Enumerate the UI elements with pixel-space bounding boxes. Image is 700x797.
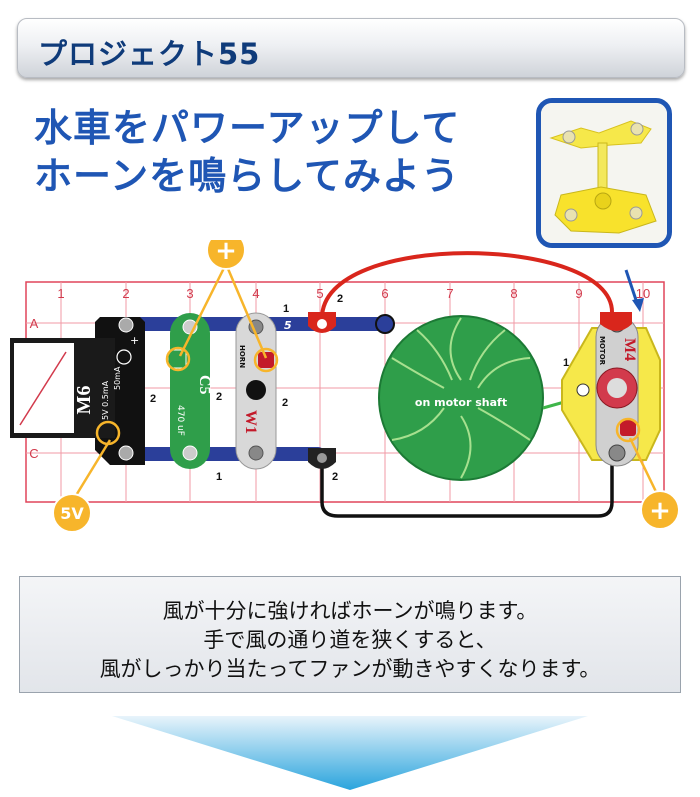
meter-m6: M6 5V 0.5mA 50mA + bbox=[10, 317, 145, 465]
plus-callout-text: + bbox=[649, 496, 671, 526]
product-photo bbox=[536, 98, 672, 248]
column-label: 4 bbox=[252, 286, 259, 301]
headline-line-2: ホーンを鳴らしてみよう bbox=[34, 154, 460, 198]
title-bar: プロジェクト55 bbox=[17, 18, 685, 78]
photo-pointer-head bbox=[632, 298, 644, 312]
motor-label: MOTOR bbox=[598, 336, 606, 366]
down-arrow-icon bbox=[112, 716, 588, 790]
info-line-3: 風がしっかり当たってファンが動きやすくなります。 bbox=[99, 657, 601, 681]
callout-ring bbox=[615, 417, 641, 443]
blue-wire-bottom bbox=[130, 447, 325, 461]
level-number: 1 bbox=[216, 471, 222, 483]
column-label: 6 bbox=[381, 286, 388, 301]
callout-ring bbox=[95, 420, 121, 446]
row-label: C bbox=[29, 446, 38, 461]
headline: 水車をパワーアップして ホーンを鳴らしてみよう bbox=[34, 104, 460, 200]
callout-ring bbox=[165, 346, 191, 372]
fan-label: on motor shaft bbox=[415, 396, 507, 409]
level-number: 2 bbox=[337, 293, 343, 305]
column-label: 10 bbox=[636, 286, 650, 301]
column-label: 8 bbox=[510, 286, 517, 301]
meter-id: M6 bbox=[73, 386, 95, 415]
circuit-diagram: 1 2 3 4 5 6 7 8 9 10 A C 5 4 M6 5V 0.5mA… bbox=[10, 240, 680, 533]
level-number: 1 bbox=[563, 357, 569, 369]
capacitor-id: C5 bbox=[196, 375, 213, 395]
info-box: 風が十分に強ければホーンが鳴ります。 手で風の通り道を狭くすると、 風がしっかり… bbox=[19, 576, 681, 693]
meter-spec: 50mA bbox=[113, 366, 122, 390]
plus-callout-text: + bbox=[215, 240, 237, 266]
column-label: 5 bbox=[316, 286, 323, 301]
fan: on motor shaft bbox=[378, 315, 544, 481]
black-lead-hole bbox=[317, 453, 327, 463]
voltage-callout bbox=[52, 493, 92, 533]
page-title: プロジェクト55 bbox=[38, 37, 261, 71]
plus-callout-top bbox=[206, 240, 246, 270]
level-number: 2 bbox=[282, 397, 288, 409]
black-wire bbox=[320, 460, 614, 518]
info-line-2: 手で風の通り道を狭くすると、 bbox=[203, 628, 497, 652]
callout-ring bbox=[253, 347, 279, 373]
motor-id: M4 bbox=[621, 338, 638, 361]
plus-callout-right bbox=[640, 490, 680, 530]
level-number: 2 bbox=[332, 471, 338, 483]
motor-m4: MOTOR M4 bbox=[561, 312, 661, 467]
wire-number: 5 bbox=[284, 319, 292, 332]
column-label: 3 bbox=[186, 286, 193, 301]
column-label: 7 bbox=[446, 286, 453, 301]
level-number: 2 bbox=[150, 393, 156, 405]
horn-w1: HORN W1 bbox=[235, 312, 277, 470]
column-label: 9 bbox=[575, 286, 582, 301]
headline-line-1: 水車をパワーアップして bbox=[34, 106, 461, 150]
meter-spec: 5V 0.5mA bbox=[101, 380, 110, 420]
info-line-1: 風が十分に強ければホーンが鳴ります。 bbox=[162, 599, 538, 623]
callout-leaders bbox=[70, 263, 662, 503]
red-wire bbox=[320, 251, 614, 319]
voltage-callout-text: 5V bbox=[60, 504, 84, 523]
snap-connector bbox=[375, 314, 395, 334]
capacitor-value: 470 uF bbox=[175, 405, 185, 436]
horn-label: HORN bbox=[238, 345, 246, 368]
column-label: 1 bbox=[57, 286, 64, 301]
meter-plus: + bbox=[130, 334, 139, 347]
capacitor-c5: C5 470 uF bbox=[167, 313, 213, 469]
column-label: 2 bbox=[122, 286, 129, 301]
level-number: 1 bbox=[283, 303, 289, 315]
water-wheel-photo-icon bbox=[541, 103, 667, 243]
level-number: 2 bbox=[216, 391, 222, 403]
red-lead-hole bbox=[317, 319, 327, 329]
row-label: A bbox=[30, 316, 39, 331]
horn-id: W1 bbox=[242, 410, 259, 434]
